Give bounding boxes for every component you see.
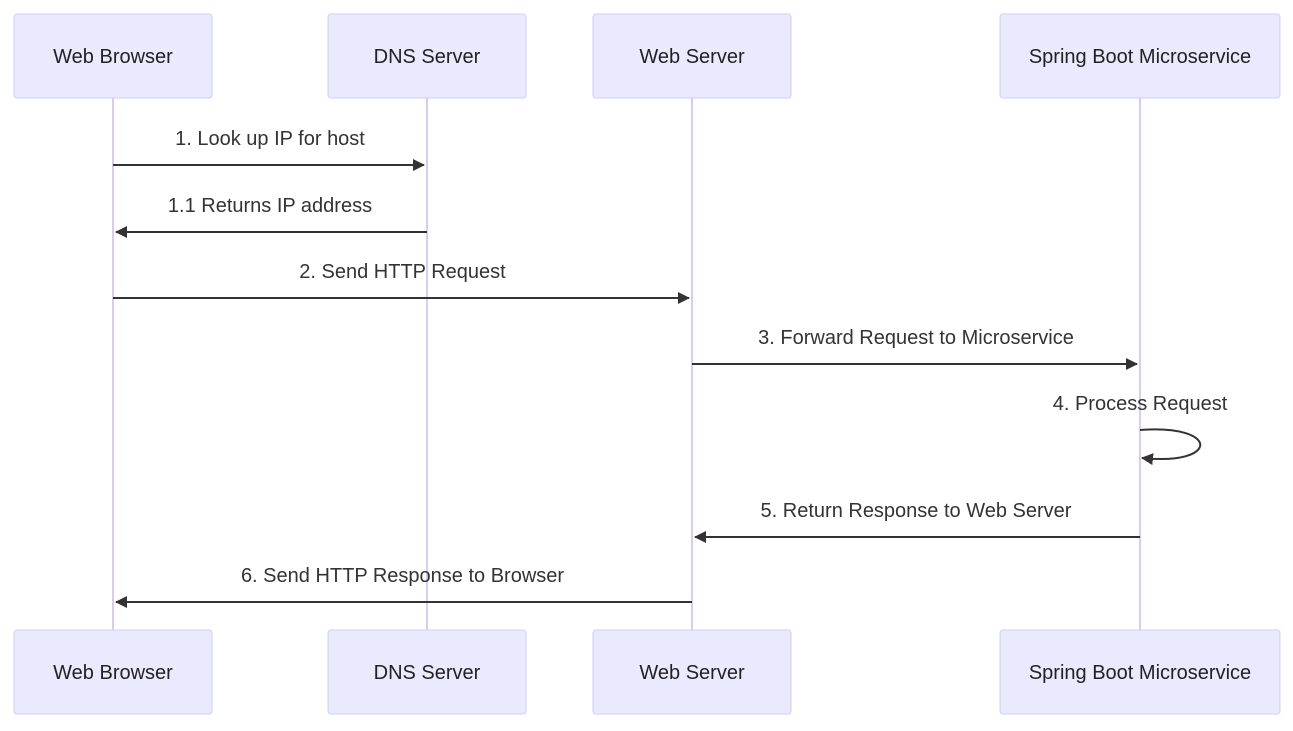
actor-web-top: Web Server [592,13,792,99]
actor-box [327,629,527,715]
message-5: 4. Process Request [1053,393,1228,466]
actor-label: Web Server [639,46,745,68]
actor-dns-top: DNS Server [327,13,527,99]
actor-box [13,629,213,715]
actor-label: Spring Boot Microservice [1029,662,1251,684]
message-2: 1.1 Returns IP address [115,195,427,238]
actor-box [327,13,527,99]
actor-web-bottom: Web Server [592,629,792,715]
message-label: 1. Look up IP for host [175,128,365,150]
actor-box [999,629,1281,715]
actor-label: DNS Server [374,662,481,684]
actor-box [592,629,792,715]
actor-label: Spring Boot Microservice [1029,46,1251,68]
actor-box [592,13,792,99]
message-label: 6. Send HTTP Response to Browser [241,565,564,587]
actor-label: Web Browser [53,46,173,68]
message-6: 5. Return Response to Web Server [694,500,1140,543]
message-label: 4. Process Request [1053,393,1228,415]
message-label: 5. Return Response to Web Server [761,500,1072,522]
message-1: 1. Look up IP for host [113,128,425,171]
actor-box [13,13,213,99]
message-arrow [1139,428,1202,466]
actor-browser-top: Web Browser [13,13,213,99]
message-label: 2. Send HTTP Request [299,261,506,283]
message-7: 6. Send HTTP Response to Browser [115,565,692,608]
actor-label: DNS Server [374,46,481,68]
actor-label: Web Browser [53,662,173,684]
actor-svc-top: Spring Boot Microservice [999,13,1281,99]
message-3: 2. Send HTTP Request [113,261,690,304]
message-label: 1.1 Returns IP address [168,195,372,217]
actor-browser-bottom: Web Browser [13,629,213,715]
actor-dns-bottom: DNS Server [327,629,527,715]
actor-box [999,13,1281,99]
message-label: 3. Forward Request to Microservice [758,327,1074,349]
actor-svc-bottom: Spring Boot Microservice [999,629,1281,715]
message-4: 3. Forward Request to Microservice [692,327,1138,370]
actor-label: Web Server [639,662,745,684]
